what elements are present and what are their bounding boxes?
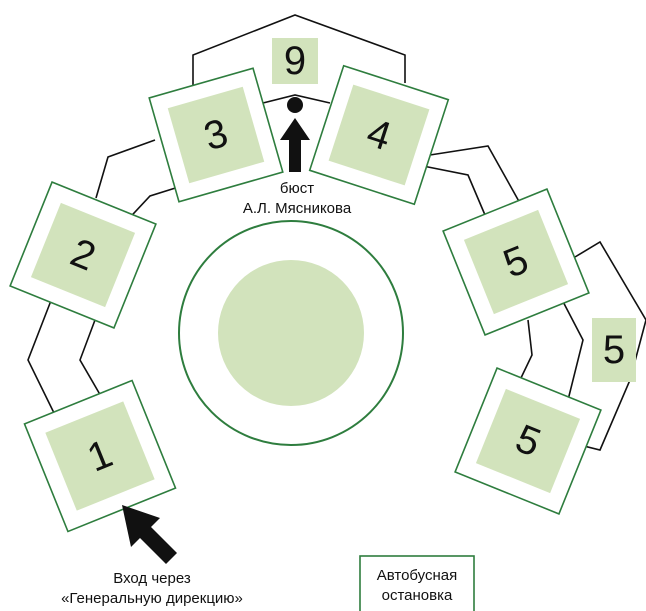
- bust-caption-line1: бюст: [280, 180, 314, 197]
- bus-stop-line2: остановка: [382, 587, 453, 604]
- pavilion-2[interactable]: 2: [9, 181, 157, 329]
- pavilion-1[interactable]: 1: [23, 379, 177, 533]
- pavilion-5-upper[interactable]: 5: [442, 188, 590, 336]
- bust-arrow: [280, 118, 310, 172]
- bus-stop[interactable]: Автобусная остановка: [359, 555, 475, 611]
- pavilion-5-side[interactable]: 5: [592, 318, 636, 382]
- entrance-arrow: [122, 505, 177, 564]
- bust-marker: [287, 97, 303, 113]
- central-pond: [218, 260, 364, 406]
- pavilion-4[interactable]: 4: [308, 64, 450, 206]
- pavilion-5-lower[interactable]: 5: [454, 367, 602, 515]
- bust-caption-line2: А.Л. Мясникова: [243, 200, 352, 217]
- building-outer-outline: [27, 14, 646, 451]
- pavilion-9-label: 9: [284, 39, 306, 83]
- pavilion-3[interactable]: 3: [148, 67, 284, 203]
- entrance-caption-line1: Вход через: [113, 570, 191, 587]
- building-inner-outline: [79, 94, 584, 401]
- pavilion-9[interactable]: 9: [272, 38, 318, 84]
- pavilion-5-side-label: 5: [603, 328, 625, 372]
- bus-stop-line1: Автобусная: [377, 567, 458, 584]
- entrance-caption-line2: «Генеральную дирекцию»: [61, 590, 243, 607]
